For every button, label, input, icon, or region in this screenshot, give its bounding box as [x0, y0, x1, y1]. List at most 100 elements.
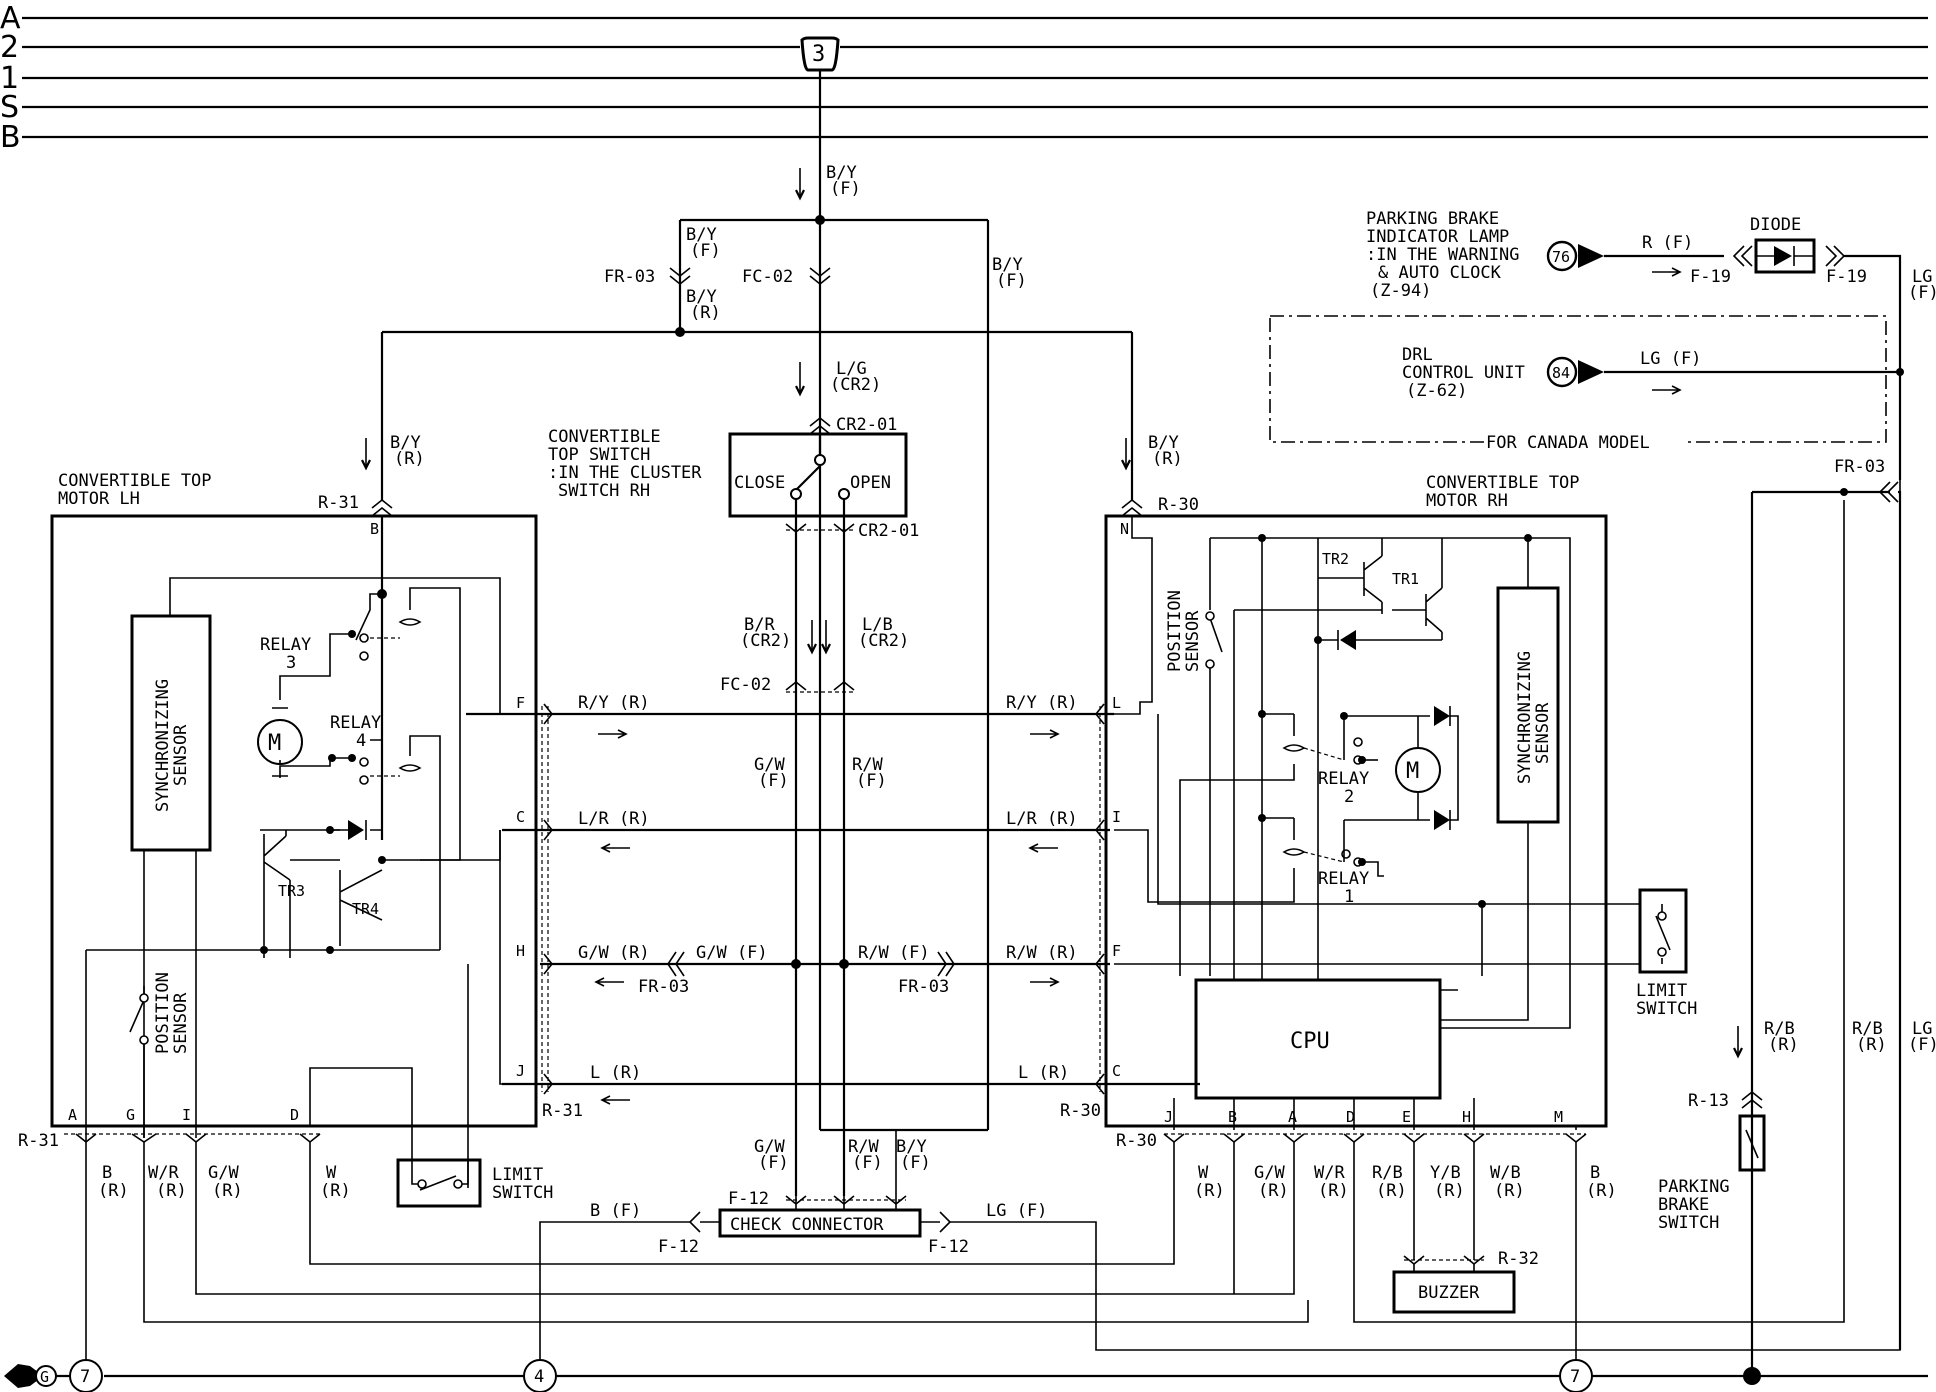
ground-ref-3: 7 — [1570, 1367, 1580, 1387]
pin-lh-d: D — [290, 1106, 299, 1124]
drl-control-unit: FOR CANADA MODEL DRL CONTROL UNIT (Z-62)… — [1269, 315, 1904, 453]
ground-symbol: G — [40, 1368, 49, 1386]
wire-gw-f-low-1: G/W — [754, 1137, 785, 1157]
wire-by-r-rh-2: (R) — [1152, 449, 1183, 469]
wire-lr-r-left: L/R (R) — [578, 809, 650, 829]
rh-position-sensor-2: SENSOR — [1183, 610, 1203, 672]
bus-connector-3 — [800, 36, 840, 72]
rh-bottom-wire-1b: (R) — [1194, 1181, 1225, 1201]
convertible-top-switch: CONVERTIBLE TOP SWITCH :IN THE CLUSTER S… — [548, 427, 919, 1196]
conn-f12-top: F-12 — [728, 1189, 769, 1209]
conn-r30-bottom: R-30 — [1116, 1131, 1157, 1151]
wire-rw-f-low-2: (F) — [852, 1153, 883, 1173]
pin-lh-j: J — [516, 1062, 525, 1080]
bus-label-2: 2 — [0, 30, 19, 65]
bus-label-b: B — [0, 120, 21, 155]
tr4-label: TR4 — [352, 900, 379, 918]
bus-label-a: A — [0, 1, 21, 36]
pin-rh-h: H — [1462, 1108, 1471, 1126]
rh-bottom-wire-6a: W/B — [1490, 1163, 1521, 1183]
wire-br-cr2-2: (CR2) — [740, 631, 791, 651]
conn-r32: R-32 — [1498, 1249, 1539, 1269]
check-right-wire: LG (F) — [986, 1201, 1047, 1221]
wire-by-r-left-2: (R) — [690, 303, 721, 323]
check-right-ref: F-12 — [928, 1237, 969, 1257]
relay1-label-2: 1 — [1344, 887, 1354, 907]
relay3-label-2: 3 — [286, 653, 296, 673]
rh-sync-sensor-1: SYNCHRONIZING — [1515, 651, 1535, 784]
wire-by-f-right-1: B/Y — [992, 255, 1023, 275]
buzzer: R-32 BUZZER — [1392, 1142, 1539, 1314]
relay2-label-2: 2 — [1344, 787, 1354, 807]
convertible-top-motor-lh: CONVERTIBLE TOP MOTOR LH R-31 B SYNCHRON… — [18, 471, 583, 1392]
diode-label: DIODE — [1750, 215, 1801, 235]
parking-brake-switch-circuit: FR-03 R/B (R) LG (F) R/B (R) R-13 PARKIN… — [1658, 457, 1936, 1376]
wire-l-r-left: L (R) — [590, 1063, 641, 1083]
lh-bottom-wire-3a: G/W — [208, 1163, 239, 1183]
motor-rh-title-1: CONVERTIBLE TOP — [1426, 473, 1580, 493]
wire-by-r-lh-1: B/Y — [390, 433, 421, 453]
conn-fr03-mid-left: FR-03 — [638, 977, 689, 997]
wire-gw-f-inline: G/W (F) — [696, 943, 768, 963]
wire-by-r-left-1: B/Y — [686, 287, 717, 307]
wire-by-f-low-1: B/Y — [896, 1137, 927, 1157]
pin-rh-j: J — [1164, 1108, 1173, 1126]
wire-by-f-1: B/Y — [826, 163, 857, 183]
ground-line: G 7 4 7 — [4, 1359, 1928, 1392]
lh-sync-sensor-2: SENSOR — [171, 724, 191, 786]
rh-bottom-wire-6b: (R) — [1494, 1181, 1525, 1201]
wire-gw-f-low-2: (F) — [758, 1153, 789, 1173]
top-switch-line-2: TOP SWITCH — [548, 445, 650, 465]
cpu-label: CPU — [1290, 1029, 1330, 1054]
pb-switch-2: BRAKE — [1658, 1195, 1709, 1215]
diode-out-wire-1: LG — [1912, 267, 1932, 287]
conn-fr03-right: FR-03 — [1834, 457, 1885, 477]
wire-rb-r-center-1: R/B — [1852, 1019, 1883, 1039]
conn-fc02-mid: FC-02 — [720, 675, 771, 695]
wire-lg-f-right-1: LG — [1912, 1019, 1932, 1039]
convertible-top-motor-rh: CONVERTIBLE TOP MOTOR RH R-30 N POSITION… — [1060, 473, 1640, 1201]
lh-bottom-wire-3b: (R) — [212, 1181, 243, 1201]
pin-rh-f: F — [1112, 942, 1121, 960]
conn-cr2-01-top: CR2-01 — [836, 415, 897, 435]
wire-gw-f-2: (F) — [758, 771, 789, 791]
tr1-label: TR1 — [1392, 570, 1419, 588]
conn-fc02: FC-02 — [742, 267, 793, 287]
lh-bottom-wire-2b: (R) — [156, 1181, 187, 1201]
rh-motor-label: M — [1406, 759, 1419, 784]
conn-r31-top: R-31 — [318, 493, 359, 513]
lh-motor-label: M — [268, 731, 281, 756]
check-left-ref: F-12 — [658, 1237, 699, 1257]
pin-lh-f: F — [516, 694, 525, 712]
relay4-label-2: 4 — [356, 731, 366, 751]
wire-rw-f-inline: R/W (F) — [858, 943, 930, 963]
pin-rh-a: A — [1288, 1108, 1297, 1126]
interconnect: R/Y (R) R/Y (R) L/R (R) L/R (R) G/W (R) … — [466, 693, 1200, 1105]
pin-rh-c: C — [1112, 1062, 1121, 1080]
wire-lg-cr2-1: L/G — [836, 359, 867, 379]
drl-wire: LG (F) — [1640, 349, 1701, 369]
wire-ry-r-left: R/Y (R) — [578, 693, 650, 713]
rh-bottom-wire-7b: (R) — [1586, 1181, 1617, 1201]
wire-rw-f-1: R/W — [852, 755, 883, 775]
pin-lh-h: H — [516, 942, 525, 960]
wire-rw-f-low-1: R/W — [848, 1137, 879, 1157]
wire-gw-f-1: G/W — [754, 755, 785, 775]
pb-lamp-3: :IN THE WARNING — [1366, 245, 1520, 265]
drl-line-2: CONTROL UNIT — [1402, 363, 1525, 383]
conn-r30-left: R-30 — [1060, 1101, 1101, 1121]
wire-rb-r-center-2: (R) — [1856, 1035, 1887, 1055]
pin-lh-b: B — [370, 520, 379, 538]
limit-switch-rh-1: LIMIT — [1636, 981, 1687, 1001]
buzzer-label: BUZZER — [1418, 1283, 1480, 1303]
motor-rh-title-2: MOTOR RH — [1426, 491, 1508, 511]
rh-bottom-wire-7a: B — [1590, 1163, 1600, 1183]
wire-lg-cr2-2: (CR2) — [830, 375, 881, 395]
pb-lamp-2: INDICATOR LAMP — [1366, 227, 1509, 247]
pin-rh-m: M — [1554, 1108, 1563, 1126]
ground-ref-2: 4 — [534, 1367, 544, 1387]
relay2-label-1: RELAY — [1318, 769, 1369, 789]
pin-rh-l: L — [1112, 694, 1121, 712]
drl-line-1: DRL — [1402, 345, 1433, 365]
wire-ry-r-right: R/Y (R) — [1006, 693, 1078, 713]
